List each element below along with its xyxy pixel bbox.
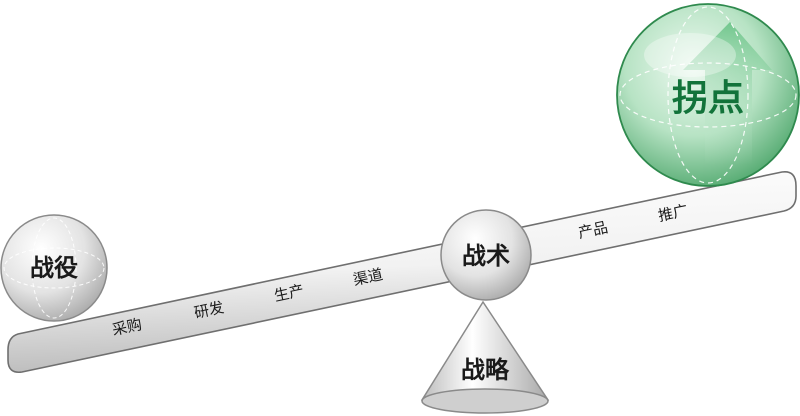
fulcrum-ball: 战术 [440,209,532,301]
beam-label-4: 渠道 [351,265,384,289]
beam-label-3: 生产 [272,281,305,305]
cone-label: 战略 [461,356,510,384]
up-arrow-icon [683,22,772,165]
green-ball-label: 拐点 [672,78,744,119]
left-ball: 战役 [0,214,108,322]
green-ball: 拐点 [616,3,800,187]
beam-label-5: 产品 [576,218,609,242]
beam-label-1: 采购 [110,315,143,339]
left-ball-label: 战役 [30,254,78,282]
seesaw-beam: 采购 研发 生产 渠道 产品 推广 [7,170,797,374]
fulcrum-ball-label: 战术 [462,242,510,270]
cone-shape: 战略 [420,300,550,414]
beam-label-2: 研发 [192,298,225,322]
beam-label-6: 推广 [656,201,689,225]
